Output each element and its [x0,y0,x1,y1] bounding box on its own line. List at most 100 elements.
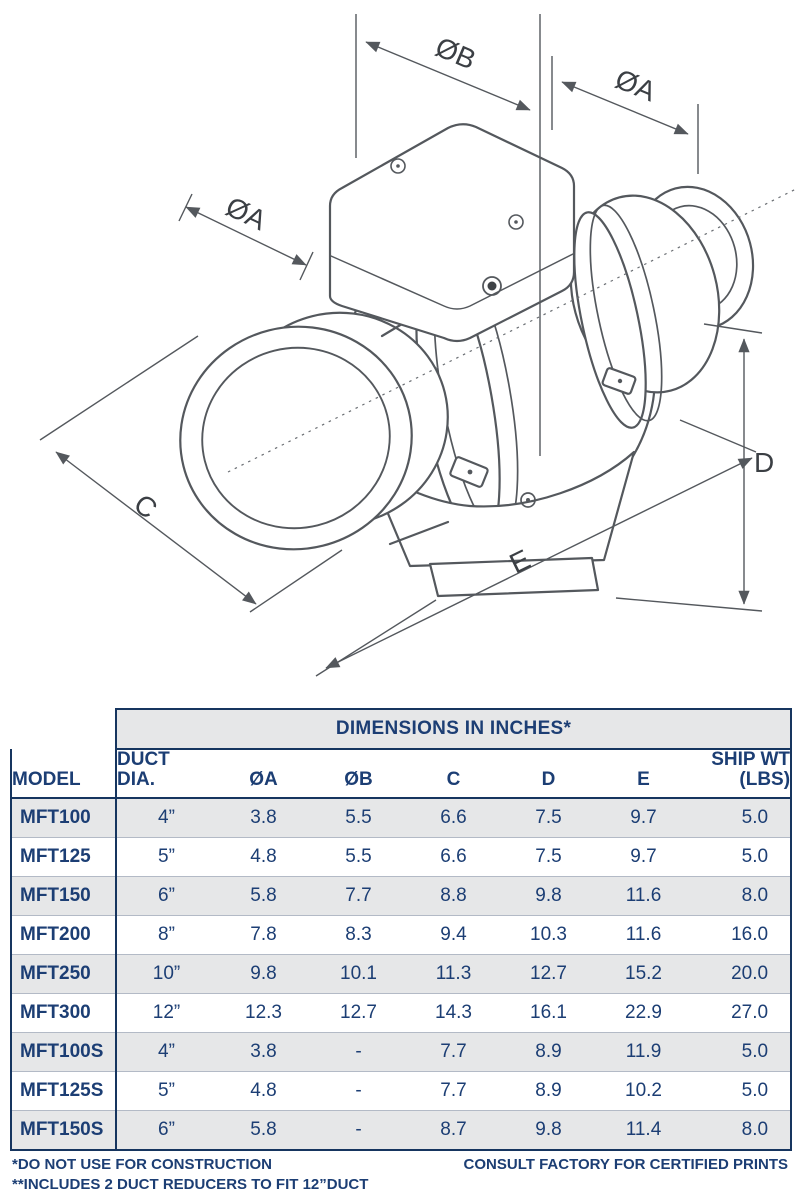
value-cell: 6.6 [406,836,501,877]
fan-drawing-svg: ØB ØA ØA D [39,14,799,677]
table-title: DIMENSIONS IN INCHES* [114,708,793,750]
value-cell: 22.9 [596,992,691,1033]
value-cell: 4” [116,797,216,838]
d-label: D [754,447,774,478]
model-cell: MFT100 [10,797,117,838]
value-cell: 5.5 [311,797,406,838]
column-header-e: E [596,749,691,799]
footnotes: *DO NOT USE FOR CONSTRUCTION CONSULT FAC… [0,1151,800,1193]
clamp-band-right [573,204,663,429]
table-title-row: DIMENSIONS IN INCHES* [11,708,793,750]
model-cell: MFT125 [10,836,117,877]
value-cell: 3.8 [216,797,311,838]
value-cell: 5.8 [216,1109,311,1151]
value-cell: 9.8 [501,875,596,916]
value-cell: 12.7 [311,992,406,1033]
value-cell: - [311,1031,406,1072]
center-axis-line [227,187,799,473]
cable-gland [482,276,502,296]
value-cell: 6” [116,1109,216,1151]
c-label: C [128,488,163,525]
dia-b-label: ØB [431,31,480,75]
value-cell: - [311,1070,406,1111]
dimension-dia-a-right: ØA [551,56,699,174]
value-cell: 10.2 [596,1070,691,1111]
model-cell: MFT150 [10,875,117,916]
value-cell: 4.8 [216,836,311,877]
value-cell: 7.7 [406,1031,501,1072]
dia-a-right-label: ØA [611,63,661,107]
value-cell: 8.3 [311,914,406,955]
value-cell: 7.8 [216,914,311,955]
value-cell: 7.5 [501,836,596,877]
value-cell: 11.6 [596,914,691,955]
dia-a-left-label: ØA [221,191,271,237]
value-cell: 3.8 [216,1031,311,1072]
table-corner-cell [11,709,116,749]
value-cell: 8.7 [406,1109,501,1151]
value-cell: 11.9 [596,1031,691,1072]
header-duct-line2: DIA. [117,768,155,790]
model-cell: MFT100S [10,1031,117,1072]
value-cell: 8.9 [501,1070,596,1111]
footnote-line-1: *DO NOT USE FOR CONSTRUCTION CONSULT FAC… [12,1156,788,1173]
value-cell: 5.5 [311,836,406,877]
value-cell: 4” [116,1031,216,1072]
header-ship-line1: SHIP WT [711,749,791,770]
value-cell: 12” [116,992,216,1033]
value-cell: 8” [116,914,216,955]
value-cell: 27.0 [691,992,793,1033]
value-cell: 15.2 [596,953,691,994]
value-cell: 5” [116,836,216,877]
value-cell: 9.7 [596,797,691,838]
value-cell: 5.0 [691,797,793,838]
value-cell: 8.0 [691,875,793,916]
note-consult-factory: CONSULT FACTORY FOR CERTIFIED PRINTS [463,1155,788,1173]
value-cell: 7.5 [501,797,596,838]
value-cell: 5.0 [691,1031,793,1072]
value-cell: 5” [116,1070,216,1111]
value-cell: 5.0 [691,836,793,877]
value-cell: 8.8 [406,875,501,916]
column-header-ship-wt: SHIP WT(LBS) [691,749,793,799]
model-cell: MFT250 [10,953,117,994]
note-duct-reducers: **INCLUDES 2 DUCT REDUCERS TO FIT 12”DUC… [12,1175,369,1193]
value-cell: 7.7 [311,875,406,916]
value-cell: 5.8 [216,875,311,916]
value-cell: 4.8 [216,1070,311,1111]
value-cell: 14.3 [406,992,501,1033]
value-cell: 7.7 [406,1070,501,1111]
note-construction: *DO NOT USE FOR CONSTRUCTION [12,1155,273,1173]
junction-box [328,123,576,343]
value-cell: 6.6 [406,797,501,838]
value-cell: 9.8 [216,953,311,994]
value-cell: 11.3 [406,953,501,994]
inline-fan-illustration [179,123,755,598]
value-cell: 16.1 [501,992,596,1033]
value-cell: 11.4 [596,1109,691,1151]
model-cell: MFT200 [10,914,117,955]
value-cell: 8.0 [691,1109,793,1151]
value-cell: 10.1 [311,953,406,994]
value-cell: 16.0 [691,914,793,955]
dimension-dia-a-left: ØA [178,191,314,281]
column-header-d: D [501,749,596,799]
column-header-dia-b: ØB [311,749,406,799]
header-duct-line1: DUCT [117,749,170,770]
footnote-line-2: **INCLUDES 2 DUCT REDUCERS TO FIT 12”DUC… [12,1176,788,1193]
value-cell: 6” [116,875,216,916]
value-cell: 9.7 [596,836,691,877]
lid-screw [390,158,406,174]
value-cell: 12.7 [501,953,596,994]
